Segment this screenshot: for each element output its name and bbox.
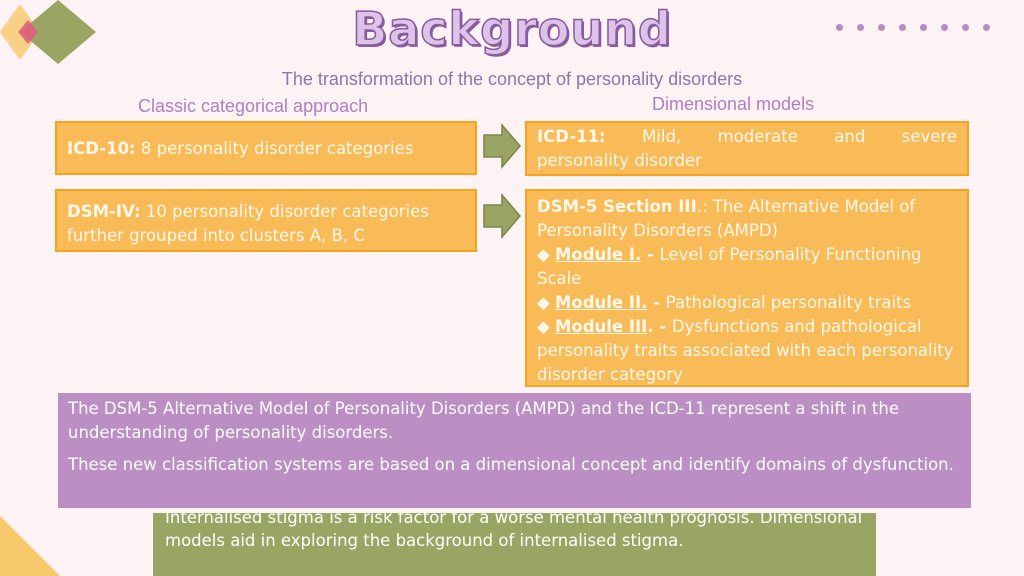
icd11-word: moderate xyxy=(717,127,798,146)
dsm4-text: 10 personality disorder categories furth… xyxy=(67,202,429,245)
page-title: Background xyxy=(351,1,672,57)
module-item: ◆ Module I. - Level of Personality Funct… xyxy=(537,243,957,291)
module-text: Pathological personality traits xyxy=(665,293,912,312)
module-item: ◆ Module III. - Dysfunctions and patholo… xyxy=(537,315,957,387)
decorative-diamonds xyxy=(0,0,96,64)
decorative-dots xyxy=(836,24,990,31)
right-arrow-icon xyxy=(483,193,521,239)
module-text: Dysfunctions and pathological personalit… xyxy=(537,317,954,384)
dsm5-box: DSM-5 Section III.: The Alternative Mode… xyxy=(525,189,969,387)
module-separator: . - xyxy=(647,317,672,336)
summary-box: The DSM-5 Alternative Model of Personali… xyxy=(58,393,971,508)
decorative-corner-triangle xyxy=(0,516,60,576)
summary-paragraph-2: These new classification systems are bas… xyxy=(68,455,954,474)
module-separator: - xyxy=(641,245,660,264)
right-arrow-icon xyxy=(483,123,521,169)
diamond-bullet-icon: ◆ xyxy=(537,317,550,336)
module-item: ◆ Module II. - Pathological personality … xyxy=(537,291,957,315)
page-subtitle: The transformation of the concept of per… xyxy=(281,69,743,89)
dsm5-intro-text: .: The Alternative Model of Personality … xyxy=(537,197,916,240)
dsm4-box: DSM-IV: 10 personality disorder categori… xyxy=(55,189,477,252)
dsm5-label: DSM-5 Section III xyxy=(537,197,697,216)
module-text: Level of Personality Functioning Scale xyxy=(537,245,922,288)
icd11-box: ICD-11: Mild, moderate and severe person… xyxy=(525,121,969,176)
icd11-word: Mild, xyxy=(642,127,682,146)
icd11-label: ICD-11: xyxy=(537,127,606,146)
module-separator: - xyxy=(647,293,666,312)
stigma-note-text: Internalised stigma is a risk factor for… xyxy=(165,513,863,550)
module-name: Module III xyxy=(554,317,648,336)
column-heading-dimensional: Dimensional models xyxy=(652,94,815,114)
diamond-bullet-icon: ◆ xyxy=(537,293,550,312)
dsm4-label: DSM-IV: xyxy=(67,202,141,221)
icd11-line2: personality disorder xyxy=(537,151,702,170)
module-name: Module II. xyxy=(554,293,648,312)
icd10-text: 8 personality disorder categories xyxy=(140,139,414,158)
column-heading-categorical: Classic categorical approach xyxy=(138,96,369,116)
dsm5-intro: DSM-5 Section III.: The Alternative Mode… xyxy=(537,195,957,243)
summary-paragraph-1: The DSM-5 Alternative Model of Personali… xyxy=(68,399,900,442)
icd11-word: severe xyxy=(901,127,957,146)
icd10-box: ICD-10: 8 personality disorder categorie… xyxy=(55,121,477,175)
icd10-label: ICD-10: xyxy=(67,139,136,158)
stigma-note-box: Internalised stigma is a risk factor for… xyxy=(153,513,876,576)
icd11-word: and xyxy=(834,127,866,146)
diamond-bullet-icon: ◆ xyxy=(537,245,550,264)
module-name: Module I. xyxy=(554,245,642,264)
